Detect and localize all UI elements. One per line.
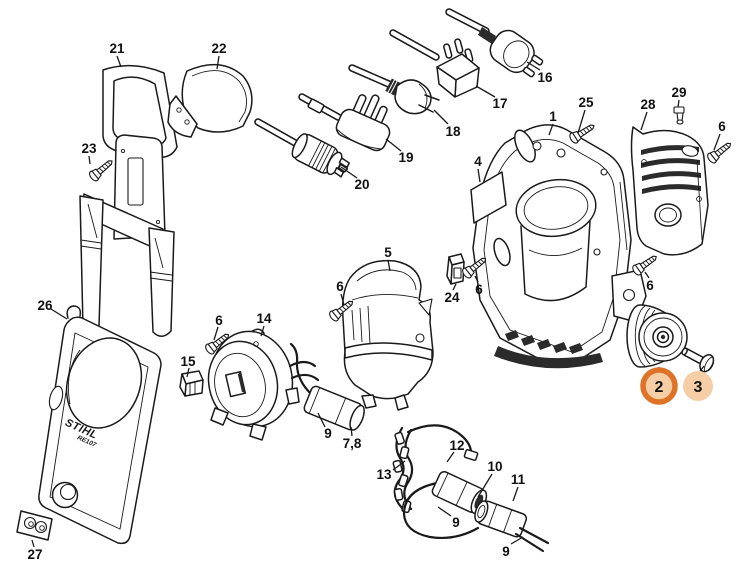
part-4-sticker-drawing: [470, 171, 507, 224]
callout-21[interactable]: 21: [109, 41, 125, 56]
callout-29[interactable]: 29: [671, 85, 686, 100]
callout-22[interactable]: 22: [211, 41, 226, 56]
part-26-front-cover-drawing: STIHL RE107: [38, 305, 162, 545]
callout-15[interactable]: 15: [180, 354, 196, 369]
part-11-capacitor-drawing: [474, 500, 550, 553]
callout-6-2[interactable]: 6: [336, 279, 344, 294]
part-10-capacitor-drawing: [431, 470, 488, 515]
callout-numbers: 21 22 23 16 17 18 19 20 1 25 28 29 6 4 5…: [27, 41, 726, 562]
part-28-rear-panel-drawing: [630, 126, 709, 256]
callout-1[interactable]: 1: [549, 109, 557, 124]
callout-2-fill: [645, 372, 673, 400]
callout-23[interactable]: 23: [81, 141, 97, 156]
part-22-cable-hook-drawing: [167, 63, 253, 138]
part-5-motor-assembly-drawing: [341, 259, 434, 411]
callout-6-5[interactable]: 6: [215, 313, 223, 328]
callout-18[interactable]: 18: [445, 124, 461, 139]
part-20-power-cord-drawing: [254, 118, 350, 178]
callout-5[interactable]: 5: [384, 245, 392, 260]
part-15-switch-drawing: [179, 370, 204, 397]
callout-10[interactable]: 10: [487, 459, 502, 474]
callout-9-3[interactable]: 9: [502, 544, 510, 559]
callout-25[interactable]: 25: [578, 95, 594, 110]
part-19-power-cord-drawing: [298, 93, 391, 152]
callout-9-2[interactable]: 9: [452, 515, 460, 530]
callout-12[interactable]: 12: [449, 438, 464, 453]
callout-2-selected-marker[interactable]: 2: [640, 367, 678, 405]
part-13-wiring-harness-drawing: [392, 426, 414, 514]
part-9-wire-loop-drawing: [402, 481, 480, 540]
callout-19[interactable]: 19: [398, 150, 413, 165]
callout-2-ring: [640, 367, 678, 405]
leader-lines: [31, 55, 721, 548]
callout-4[interactable]: 4: [474, 154, 482, 169]
callout-24[interactable]: 24: [444, 290, 460, 305]
callout-7-8[interactable]: 7,8: [343, 436, 362, 451]
part-12-cable-drawing: [406, 424, 479, 462]
part-29-clip-drawing: [673, 106, 685, 125]
callout-6-1[interactable]: 6: [718, 119, 726, 134]
callout-3-number: 3: [694, 379, 703, 396]
callout-6-4[interactable]: 6: [646, 278, 654, 293]
callout-13[interactable]: 13: [376, 467, 392, 482]
part-14-motor-cover-drawing: [207, 328, 320, 441]
part-17-power-cord-drawing: [389, 29, 480, 98]
callout-17[interactable]: 17: [492, 96, 507, 111]
callout-26[interactable]: 26: [37, 298, 53, 313]
callout-28[interactable]: 28: [640, 97, 656, 112]
callout-27[interactable]: 27: [27, 547, 42, 562]
part-27-plate-drawing: [16, 510, 53, 541]
callout-14[interactable]: 14: [256, 311, 272, 326]
callout-2-number: 2: [655, 379, 664, 396]
callout-6-3[interactable]: 6: [475, 282, 483, 297]
callout-3-secondary-marker[interactable]: 3: [683, 371, 713, 401]
callout-11[interactable]: 11: [511, 472, 526, 487]
callout-20[interactable]: 20: [354, 177, 369, 192]
part-7-8-capacitor-drawing: [289, 342, 365, 431]
callout-3-fill: [683, 371, 713, 401]
part-24-bracket-drawing: [446, 253, 465, 285]
part-21-handle-frame-drawing: [79, 64, 178, 337]
callout-16[interactable]: 16: [537, 70, 553, 85]
part-18-power-cord-drawing: [348, 64, 440, 115]
callout-9-1[interactable]: 9: [324, 426, 332, 441]
part-2-wheel-drawing: [626, 304, 688, 368]
